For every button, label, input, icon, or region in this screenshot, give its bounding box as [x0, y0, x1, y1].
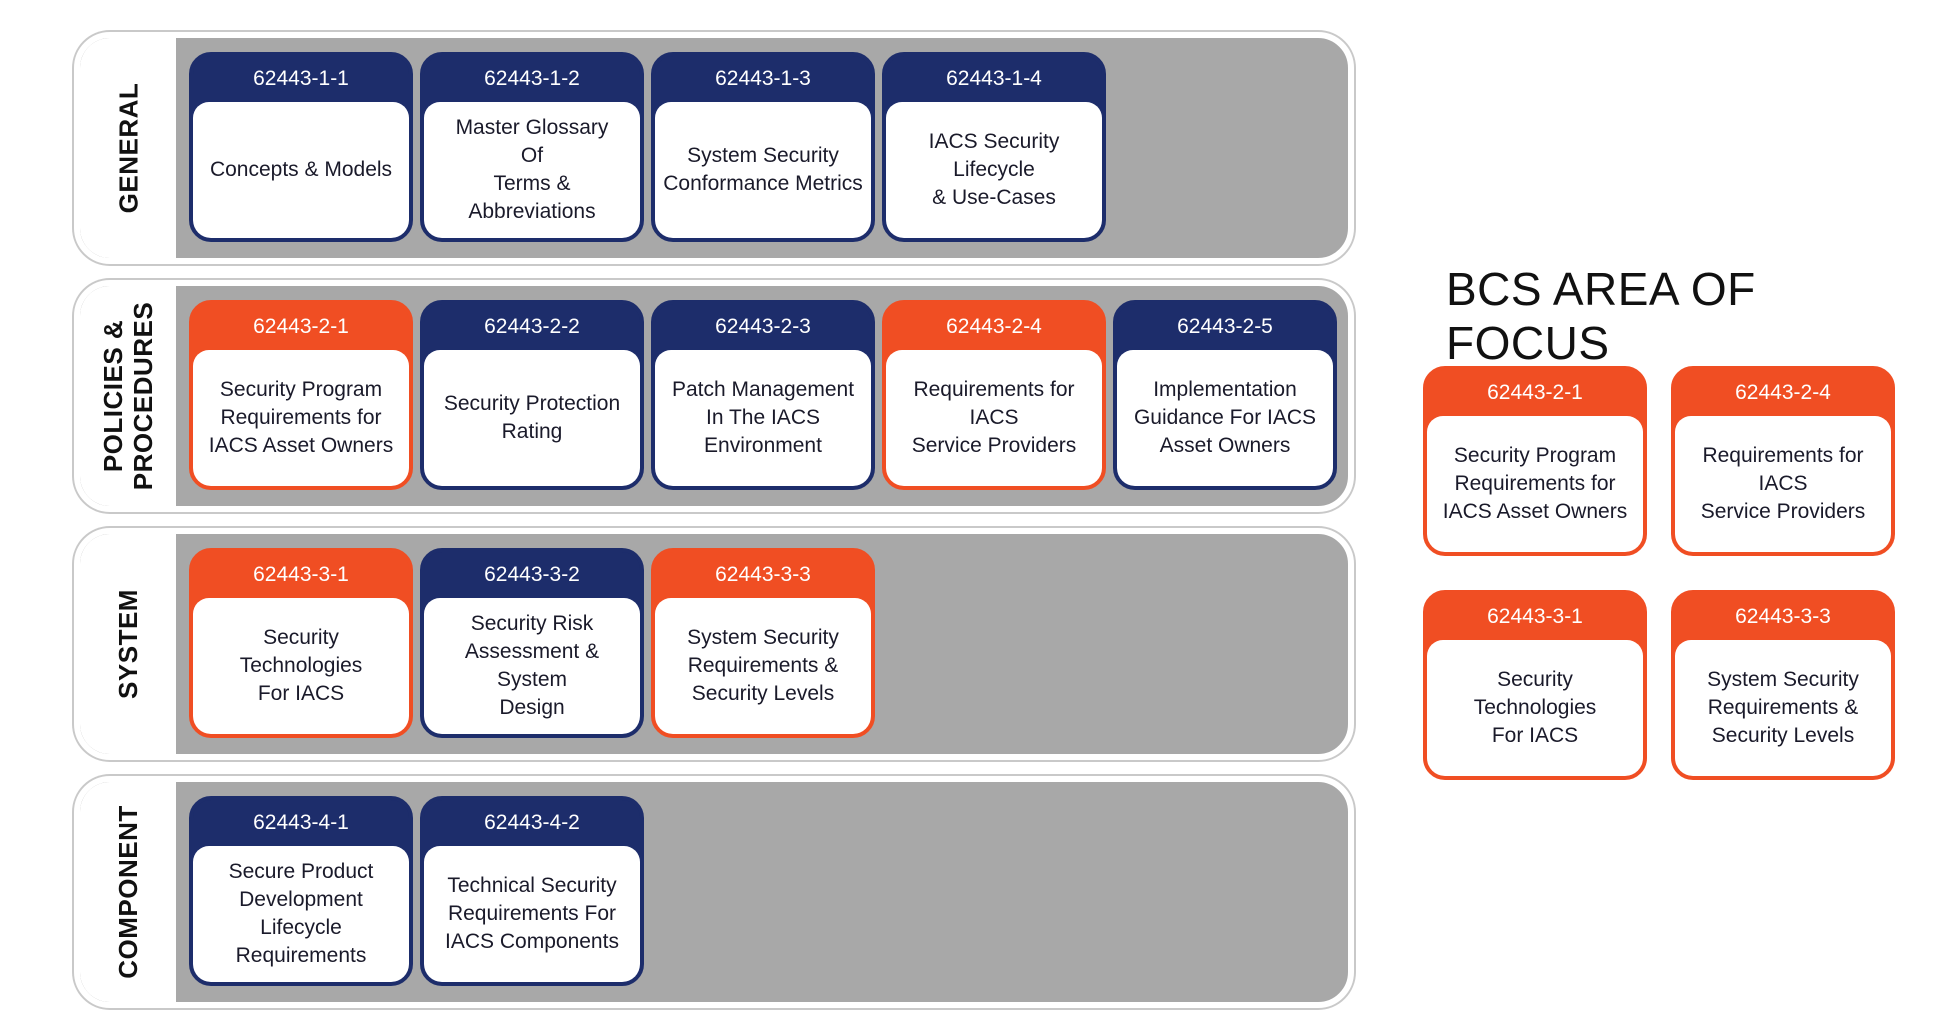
card-title: Implementation Guidance For IACS Asset O… — [1133, 378, 1317, 457]
card-body: Requirements for IACS Service Providers — [1675, 416, 1891, 552]
card-body: Security Technologies For IACS — [1427, 640, 1643, 776]
card-code: 62443-2-1 — [253, 315, 349, 338]
card-code: 62443-2-5 — [1177, 315, 1273, 338]
card-code: 62443-1-4 — [946, 67, 1042, 90]
card-title: Master Glossary Of Terms & Abbreviations — [455, 116, 609, 223]
card-62443-1-4: 62443-1-4 IACS Security Lifecycle & Use-… — [882, 52, 1106, 242]
card-body: Technical Security Requirements For IACS… — [424, 846, 640, 982]
band-label-component: COMPONENT — [80, 782, 176, 1002]
card-title: Secure Product Development Lifecycle Req… — [228, 860, 374, 967]
card-title: Security Program Requirements for IACS A… — [208, 378, 394, 457]
card-body: Requirements for IACS Service Providers — [886, 350, 1102, 486]
card-62443-2-2: 62443-2-2 Security Protection Rating — [420, 300, 644, 490]
card-title: Security Technologies For IACS — [1473, 668, 1597, 747]
card-62443-2-1: 62443-2-1 Security Program Requirements … — [189, 300, 413, 490]
card-code: 62443-3-3 — [1735, 605, 1831, 628]
card-code: 62443-2-2 — [484, 315, 580, 338]
card-title: Patch Management In The IACS Environment — [671, 378, 855, 457]
card-body: IACS Security Lifecycle & Use-Cases — [886, 102, 1102, 238]
card-62443-1-3: 62443-1-3 System Security Conformance Me… — [651, 52, 875, 242]
card-body: Security Program Requirements for IACS A… — [1427, 416, 1643, 552]
card-title: Requirements for IACS Service Providers — [1700, 444, 1866, 523]
card-62443-2-4: 62443-2-4 Requirements for IACS Service … — [882, 300, 1106, 490]
card-body: Master Glossary Of Terms & Abbreviations — [424, 102, 640, 238]
card-title: Technical Security Requirements For IACS… — [445, 874, 619, 953]
band-title-component: COMPONENT — [113, 805, 143, 979]
card-code: 62443-3-2 — [484, 563, 580, 586]
card-code: 62443-1-3 — [715, 67, 811, 90]
band-label-general: GENERAL — [80, 38, 176, 258]
card-62443-2-3: 62443-2-3 Patch Management In The IACS E… — [651, 300, 875, 490]
card-title: Security Technologies For IACS — [239, 626, 363, 705]
card-code: 62443-4-2 — [484, 811, 580, 834]
card-title: Security Program Requirements for IACS A… — [1442, 444, 1628, 523]
card-title: Concepts & Models — [209, 158, 393, 181]
card-62443-1-2: 62443-1-2 Master Glossary Of Terms & Abb… — [420, 52, 644, 242]
focus-card-62443-3-1: 62443-3-1 Security Technologies For IACS — [1423, 590, 1647, 780]
band-title-general: GENERAL — [113, 82, 143, 214]
card-body: Patch Management In The IACS Environment — [655, 350, 871, 486]
card-code: 62443-2-1 — [1487, 381, 1583, 404]
card-code: 62443-4-1 — [253, 811, 349, 834]
card-code: 62443-1-2 — [484, 67, 580, 90]
card-body: Implementation Guidance For IACS Asset O… — [1117, 350, 1333, 486]
card-code: 62443-2-3 — [715, 315, 811, 338]
card-body: System Security Requirements & Security … — [1675, 640, 1891, 776]
focus-area-title: BCS AREA OF FOCUS — [1446, 263, 1756, 369]
card-62443-2-5: 62443-2-5 Implementation Guidance For IA… — [1113, 300, 1337, 490]
card-code: 62443-3-1 — [253, 563, 349, 586]
card-title: IACS Security Lifecycle & Use-Cases — [928, 130, 1060, 209]
card-title: System Security Requirements & Security … — [687, 626, 839, 705]
band-label-policies: POLICIES & PROCEDURES — [80, 286, 176, 506]
focus-card-62443-2-4: 62443-2-4 Requirements for IACS Service … — [1671, 366, 1895, 556]
card-title: Security Protection Rating — [443, 392, 621, 443]
card-code: 62443-1-1 — [253, 67, 349, 90]
card-body: Security Technologies For IACS — [193, 598, 409, 734]
card-body: Security Protection Rating — [424, 350, 640, 486]
card-62443-3-1: 62443-3-1 Security Technologies For IACS — [189, 548, 413, 738]
band-label-system: SYSTEM — [80, 534, 176, 754]
card-62443-1-1: 62443-1-1 Concepts & Models — [189, 52, 413, 242]
card-code: 62443-3-3 — [715, 563, 811, 586]
card-title: Requirements for IACS Service Providers — [911, 378, 1077, 457]
card-title: System Security Conformance Metrics — [663, 144, 863, 195]
card-62443-4-1: 62443-4-1 Secure Product Development Lif… — [189, 796, 413, 986]
card-62443-3-2: 62443-3-2 Security Risk Assessment & Sys… — [420, 548, 644, 738]
card-body: Security Risk Assessment & System Design — [424, 598, 640, 734]
card-code: 62443-2-4 — [1735, 381, 1831, 404]
card-body: Security Program Requirements for IACS A… — [193, 350, 409, 486]
focus-card-62443-3-3: 62443-3-3 System Security Requirements &… — [1671, 590, 1895, 780]
card-62443-4-2: 62443-4-2 Technical Security Requirement… — [420, 796, 644, 986]
card-body: Concepts & Models — [193, 102, 409, 238]
card-title: Security Risk Assessment & System Design — [464, 612, 600, 719]
card-62443-3-3: 62443-3-3 System Security Requirements &… — [651, 548, 875, 738]
card-code: 62443-2-4 — [946, 315, 1042, 338]
card-body: System Security Conformance Metrics — [655, 102, 871, 238]
focus-card-62443-2-1: 62443-2-1 Security Program Requirements … — [1423, 366, 1647, 556]
card-body: System Security Requirements & Security … — [655, 598, 871, 734]
card-code: 62443-3-1 — [1487, 605, 1583, 628]
card-body: Secure Product Development Lifecycle Req… — [193, 846, 409, 982]
band-title-policies: POLICIES & PROCEDURES — [98, 301, 159, 491]
band-title-system: SYSTEM — [113, 589, 144, 699]
card-title: System Security Requirements & Security … — [1707, 668, 1859, 747]
